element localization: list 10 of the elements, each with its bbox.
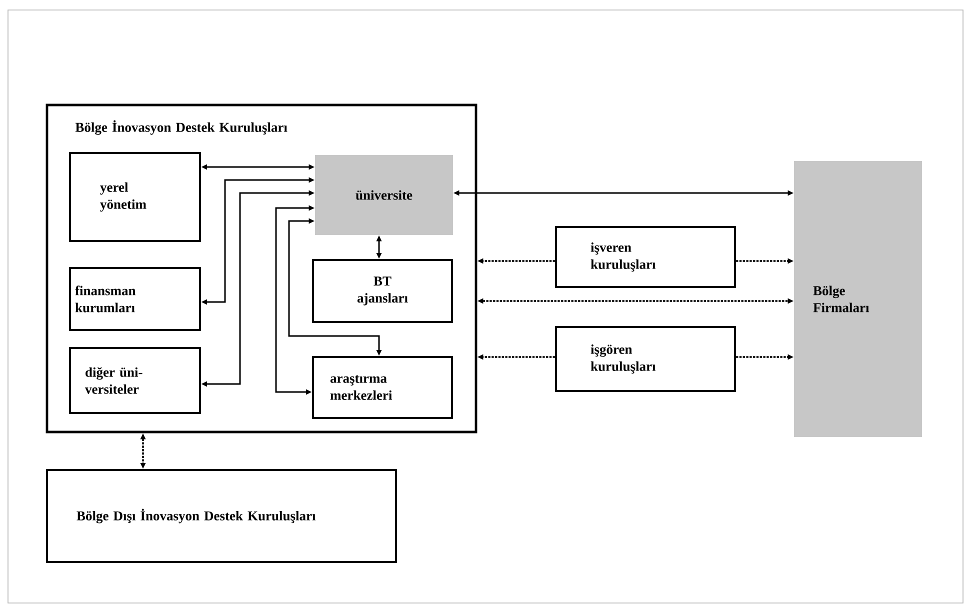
process-box: Bölge Dışı İnovasyon Destek Kuruluşları	[46, 469, 397, 563]
process-box: finansman kurumları	[69, 267, 201, 331]
process-box: işveren kuruluşları	[555, 226, 736, 288]
process-box: diğer üni-versiteler	[69, 347, 201, 414]
process-box: işgören kuruluşları	[555, 326, 736, 392]
process-box: BT ajansları	[312, 259, 453, 323]
shaded-box: Bölge Firmaları	[794, 161, 922, 437]
process-box: yerel yönetim	[69, 152, 201, 242]
process-box: araştırma merkezleri	[312, 356, 453, 419]
shaded-box: üniversite	[315, 155, 453, 235]
